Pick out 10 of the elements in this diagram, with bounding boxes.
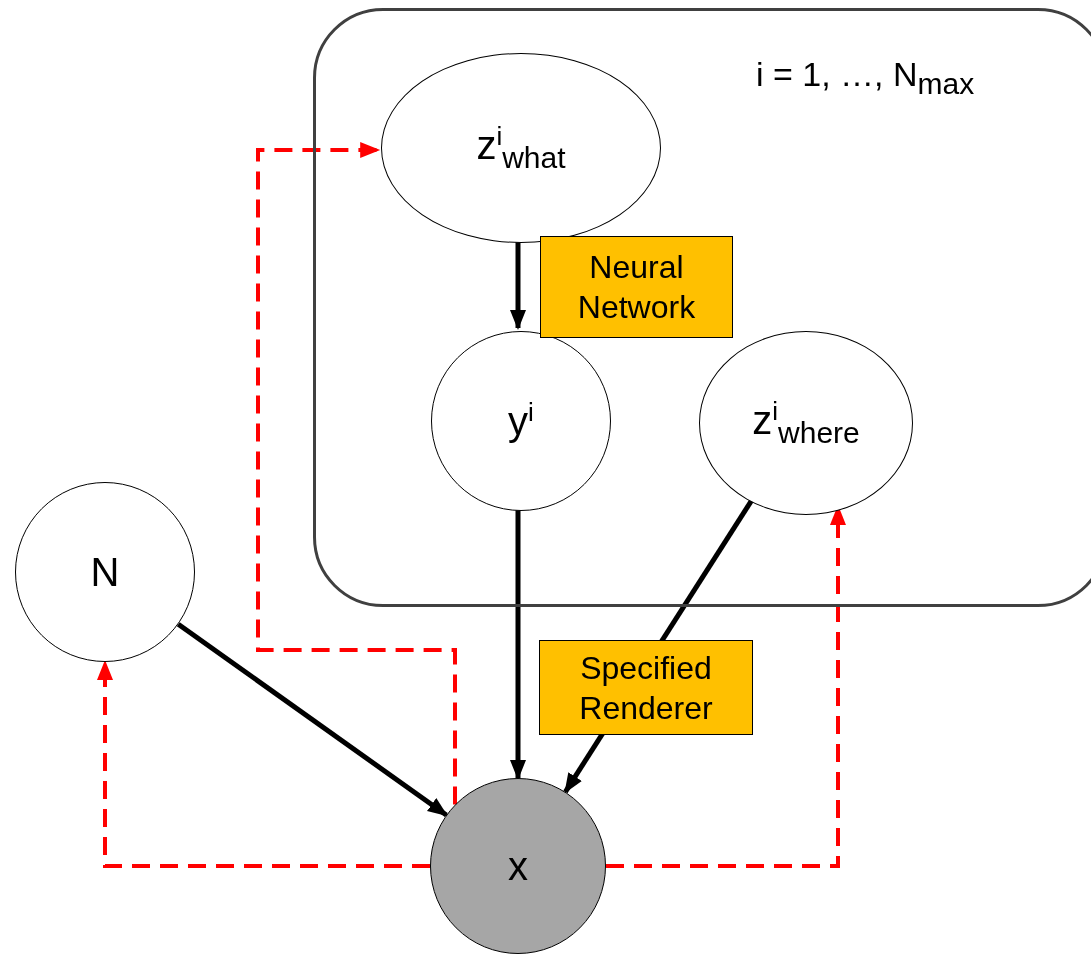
arrow: [510, 508, 526, 780]
dashed-arrow: [256, 142, 457, 805]
variable-label: N: [90, 550, 120, 594]
edge-label: Specified Renderer: [539, 640, 753, 735]
variable-label: y$^{i}$: [508, 398, 534, 444]
dashed-arrow: [97, 660, 430, 868]
variable-label: x: [508, 844, 528, 888]
plate-label: i = 1, …, N$_{max}$: [756, 56, 975, 100]
arrow: [176, 622, 448, 818]
edge-label: Neural Network: [540, 236, 733, 338]
